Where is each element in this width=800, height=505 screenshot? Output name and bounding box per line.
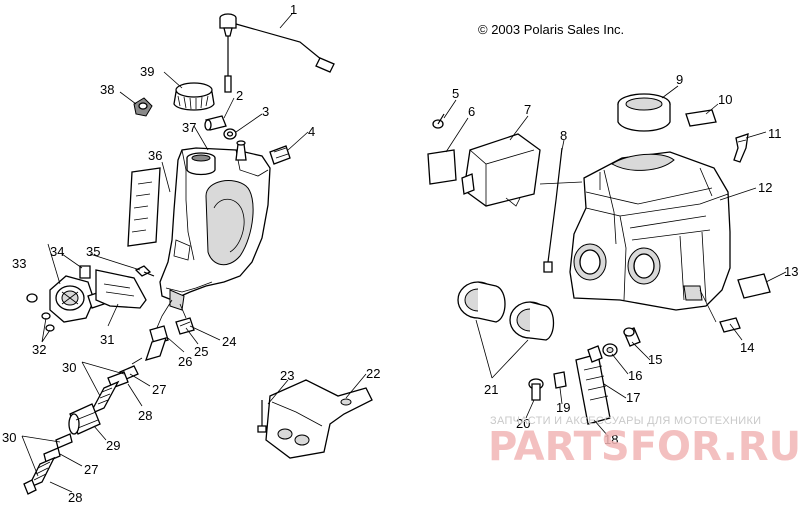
- callout-4: 4: [308, 124, 315, 139]
- pump-bolts: [26, 293, 55, 332]
- intake-boot: [457, 281, 555, 341]
- oil-filter: [68, 403, 101, 435]
- callout-16: 16: [628, 368, 642, 383]
- callout-34: 34: [50, 244, 64, 259]
- oil-line-lower: [23, 433, 73, 495]
- tank-bracket: [265, 379, 373, 459]
- callout-38: 38: [100, 82, 114, 97]
- watermark-tagline: ЗАПЧАСТИ И АКСЕССУАРЫ ДЛЯ МОТОТЕХНИКИ: [490, 415, 761, 427]
- washer: [223, 128, 237, 140]
- callout-7: 7: [524, 102, 531, 117]
- label: [685, 109, 717, 127]
- callout-8: 8: [560, 128, 567, 143]
- callout-10: 10: [718, 92, 732, 107]
- callout-37: 37: [182, 120, 196, 135]
- oil-tank-decal: [127, 167, 161, 247]
- copyright-text: © 2003 Polaris Sales Inc.: [478, 22, 624, 37]
- callout-30-upper: 30: [62, 360, 76, 375]
- callout-33: 33: [12, 256, 26, 271]
- hose-elbow: [144, 337, 168, 361]
- callout-35: 35: [86, 244, 100, 259]
- bolt: [528, 378, 544, 401]
- screw: [432, 113, 445, 129]
- callout-22: 22: [366, 366, 380, 381]
- callout-29: 29: [106, 438, 120, 453]
- airbox: [569, 151, 731, 311]
- callout-28-lower: 28: [68, 490, 82, 505]
- callout-31: 31: [100, 332, 114, 347]
- callout-17: 17: [626, 390, 640, 405]
- mounting-clip: [269, 145, 291, 165]
- oil-line-upper: [88, 357, 143, 416]
- callout-3: 3: [262, 104, 269, 119]
- small-label: [719, 317, 741, 333]
- callout-32: 32: [32, 342, 46, 357]
- pump-screw: [134, 265, 155, 277]
- tank-cap: [173, 82, 215, 111]
- callout-19: 19: [556, 400, 570, 415]
- callout-18: 18: [604, 432, 618, 447]
- callout-11: 11: [768, 126, 782, 141]
- callout-5: 5: [452, 86, 459, 101]
- callout-25: 25: [194, 344, 208, 359]
- oil-level-sensor: [219, 13, 335, 93]
- leader-lines: [21, 13, 787, 493]
- warning-decal: [737, 273, 771, 299]
- callout-12: 12: [758, 180, 772, 195]
- spacer: [623, 327, 641, 347]
- watermark-site: PARTSFOR.RU: [488, 424, 800, 470]
- grommet: [133, 97, 153, 117]
- callout-6: 6: [468, 104, 475, 119]
- electronic-module: [461, 133, 541, 207]
- callout-9: 9: [676, 72, 683, 87]
- callout-27-upper: 27: [152, 382, 166, 397]
- callout-2: 2: [236, 88, 243, 103]
- retaining-clip: [733, 133, 749, 163]
- callout-24: 24: [222, 334, 236, 349]
- oil-tank: [155, 140, 271, 331]
- nut: [553, 371, 567, 389]
- hose-fitting: [204, 115, 227, 131]
- callout-20: 20: [516, 416, 530, 431]
- callout-1: 1: [290, 2, 297, 17]
- callout-13: 13: [784, 264, 798, 279]
- callout-21: 21: [484, 382, 498, 397]
- callout-15: 15: [648, 352, 662, 367]
- wire-lead: [539, 147, 583, 273]
- callout-27-lower: 27: [84, 462, 98, 477]
- callout-30-lower: 30: [2, 430, 16, 445]
- gasket: [617, 93, 671, 132]
- callout-14: 14: [740, 340, 754, 355]
- strap: [575, 345, 611, 425]
- pump-washer: [79, 265, 91, 279]
- check-valve: [175, 317, 195, 335]
- callout-23: 23: [280, 368, 294, 383]
- callout-39: 39: [140, 64, 154, 79]
- callout-36: 36: [148, 148, 162, 163]
- grommet-small: [602, 343, 618, 357]
- callout-28-upper: 28: [138, 408, 152, 423]
- oil-pump: [49, 275, 105, 323]
- pump-bracket: [95, 269, 147, 309]
- bracket-bolt: [257, 400, 267, 433]
- airbox-decal: [427, 149, 457, 185]
- callout-26: 26: [178, 354, 192, 369]
